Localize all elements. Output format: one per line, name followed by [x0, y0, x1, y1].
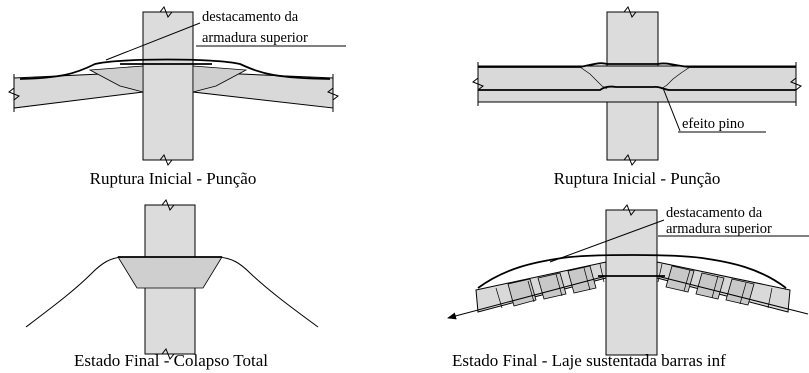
- label-dowel-effect: efeito pino: [682, 116, 744, 132]
- punching-crack-left: [579, 66, 608, 90]
- column-break-top: [607, 6, 658, 18]
- column-break-top: [606, 204, 657, 216]
- caption-top-left: Ruptura Inicial - Punção: [90, 169, 257, 188]
- punching-cone-right: [192, 65, 248, 93]
- bottom-bar-right: [656, 275, 809, 315]
- bottom-reinforcement: [478, 85, 796, 91]
- slab-break-left: [8, 74, 20, 112]
- label-spalling-line1: destacamento da: [202, 9, 299, 25]
- label-leader: [549, 219, 665, 263]
- punching-crack-right: [660, 66, 691, 90]
- column-break-top: [145, 199, 195, 211]
- slab-band: [477, 65, 797, 103]
- column-break-bottom: [145, 348, 195, 360]
- caption-bottom-right: Estado Final - Laje sustentada barras in…: [452, 351, 726, 370]
- column-break-bottom: [143, 154, 193, 166]
- label-spalling-line2: armadura superior: [666, 221, 772, 237]
- label-leader: [662, 87, 681, 132]
- top-reinforcement: [478, 62, 796, 68]
- label-spalling-line2: armadura superior: [202, 30, 308, 46]
- crack-hatching-left: [495, 263, 605, 309]
- fragments-left: [507, 265, 597, 307]
- column-shape: [605, 209, 658, 356]
- panel-top-right: efeito pino Ruptura Inicial - Punção: [472, 6, 802, 188]
- fragments-right: [665, 265, 755, 306]
- top-reinforcement-spalled: [477, 254, 787, 289]
- punching-cone-left: [88, 65, 144, 93]
- panel-top-left: destacamento da armadura superior Ruptur…: [8, 6, 346, 188]
- punching-cone-remains: [117, 256, 223, 289]
- slab-break-right: [790, 62, 802, 106]
- column-break-bottom: [607, 154, 658, 166]
- label-spalling-line1: destacamento da: [666, 205, 763, 221]
- top-reinforcement-spalled: [19, 58, 331, 80]
- panel-bottom-right: destacamento da armadura superior Estado…: [447, 204, 809, 370]
- slab-break-left: [472, 62, 484, 106]
- column-shape: [142, 11, 194, 161]
- collapsed-slab-right: [217, 256, 319, 328]
- panel-bottom-left: Estado Final - Colapso Total: [25, 199, 319, 370]
- bottom-bar-left-arrow: [447, 275, 607, 320]
- label-leader: [105, 22, 201, 61]
- caption-top-right: Ruptura Inicial - Punção: [554, 169, 721, 188]
- crack-hatching-right: [657, 263, 773, 309]
- column-break-top: [143, 6, 193, 18]
- collapsed-slab-left: [25, 256, 123, 328]
- slab-break-right: [327, 74, 339, 112]
- caption-bottom-left: Estado Final - Colapso Total: [74, 351, 268, 370]
